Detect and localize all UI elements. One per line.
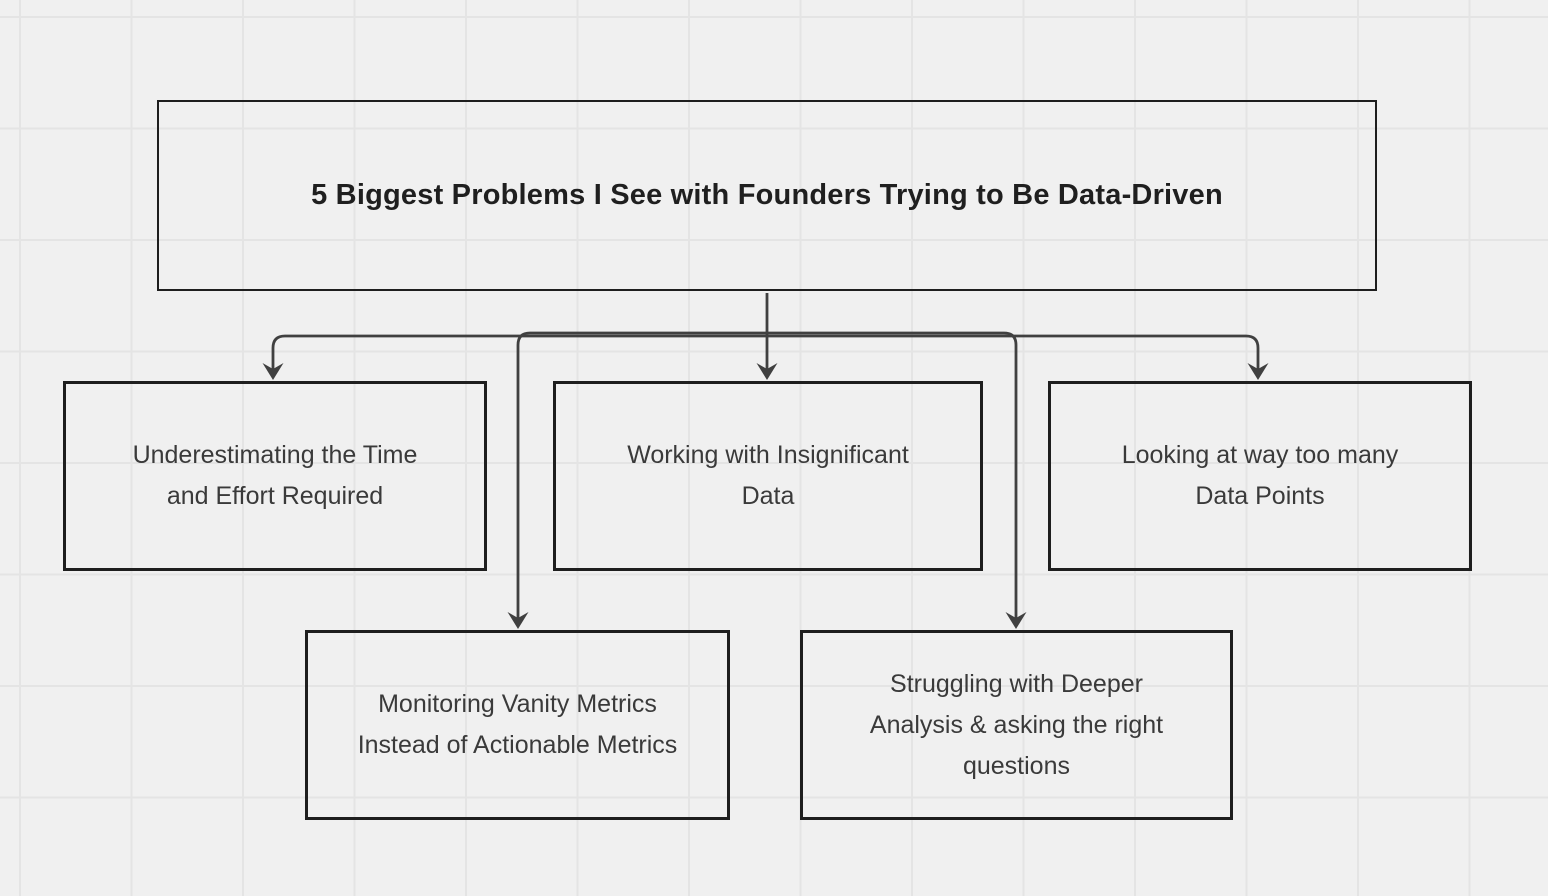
node-time-and-effort[interactable]: Underestimating the Time and Effort Requ… xyxy=(63,381,487,571)
arrowhead-down-icon xyxy=(507,612,529,629)
node-too-many-data-points[interactable]: Looking at way too many Data Points xyxy=(1048,381,1472,571)
node-label: Monitoring Vanity Metrics Instead of Act… xyxy=(357,690,678,759)
node-label: Looking at way too many Data Points xyxy=(1121,441,1399,510)
connector-root-to-time-and-effort xyxy=(271,334,766,371)
connector-root-to-too-many-data-points xyxy=(768,334,1260,371)
node-deeper-analysis[interactable]: Struggling with Deeper Analysis & asking… xyxy=(800,630,1233,820)
node-label: Working with Insignificant Data xyxy=(627,441,909,510)
node-vanity-metrics[interactable]: Monitoring Vanity Metrics Instead of Act… xyxy=(305,630,730,820)
node-insignificant-data[interactable]: Working with Insignificant Data xyxy=(553,381,983,571)
arrowhead-down-icon xyxy=(1247,363,1269,380)
arrowhead-down-icon xyxy=(756,363,778,380)
node-label: Struggling with Deeper Analysis & asking… xyxy=(869,669,1164,780)
arrowhead-down-icon xyxy=(262,363,284,380)
arrowhead-down-icon xyxy=(1005,612,1027,629)
node-label: Underestimating the Time and Effort Requ… xyxy=(132,441,418,510)
node-title[interactable]: 5 Biggest Problems I See with Founders T… xyxy=(157,100,1377,291)
node-title-label: 5 Biggest Problems I See with Founders T… xyxy=(311,179,1223,211)
